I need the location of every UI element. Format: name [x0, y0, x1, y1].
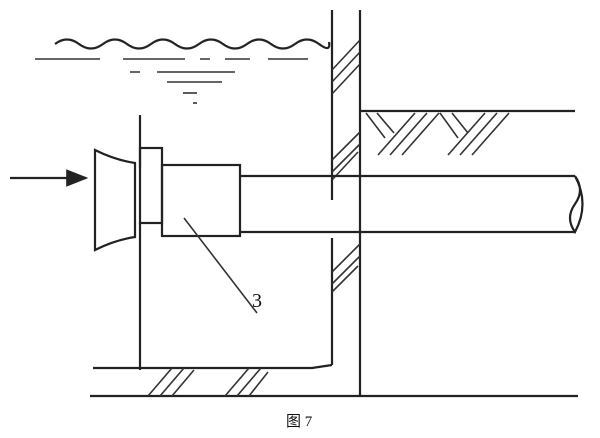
bottom-slab	[90, 363, 578, 398]
figure-caption: 图 7	[286, 414, 313, 430]
flange	[138, 146, 164, 225]
water-surface-wave	[54, 38, 331, 50]
part-label-3: 3	[252, 290, 262, 312]
retaining-wall	[330, 10, 362, 396]
intake-pipe	[240, 174, 584, 235]
pipe-sleeve	[160, 163, 242, 238]
bell-mouth	[93, 148, 137, 252]
leader-line-3	[183, 217, 258, 314]
water-level-dashes	[35, 58, 308, 104]
ground-surface	[360, 109, 575, 156]
